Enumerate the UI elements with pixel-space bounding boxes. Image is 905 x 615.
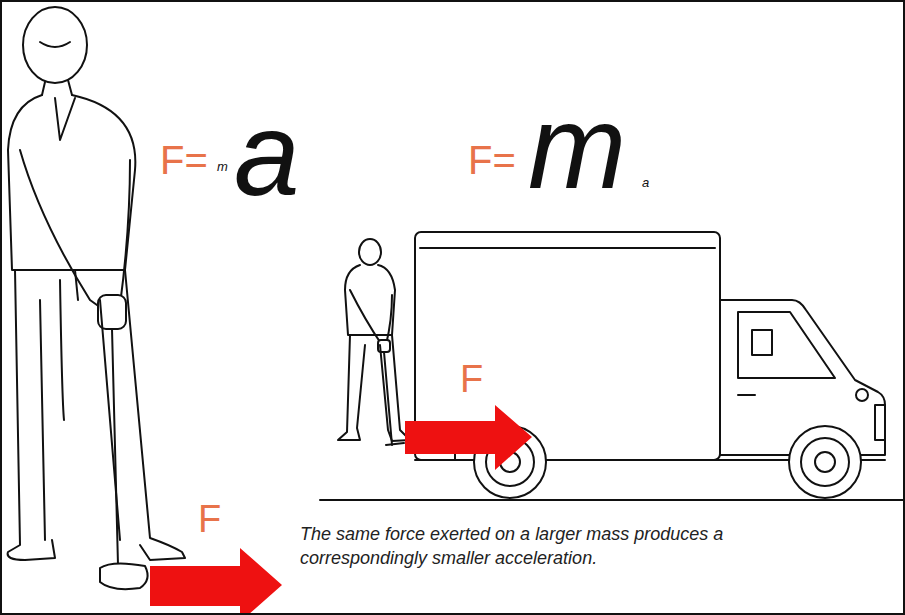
golfer-figure — [8, 7, 185, 589]
mass-symbol: m — [528, 88, 626, 206]
force-arrow — [150, 548, 282, 615]
caption: The same force exerted on a larger mass … — [300, 522, 800, 571]
force-symbol: F= — [468, 140, 516, 180]
golfer-figure — [338, 239, 410, 445]
mass-symbol: m — [217, 160, 228, 173]
acceleration-symbol: a — [234, 95, 300, 213]
acceleration-symbol: a — [642, 176, 649, 189]
force-label: F — [460, 360, 483, 398]
force-symbol: F= — [160, 140, 208, 180]
force-label: F — [198, 500, 221, 538]
ground-line — [320, 499, 905, 501]
force-arrow — [405, 405, 532, 470]
truck — [415, 232, 885, 498]
